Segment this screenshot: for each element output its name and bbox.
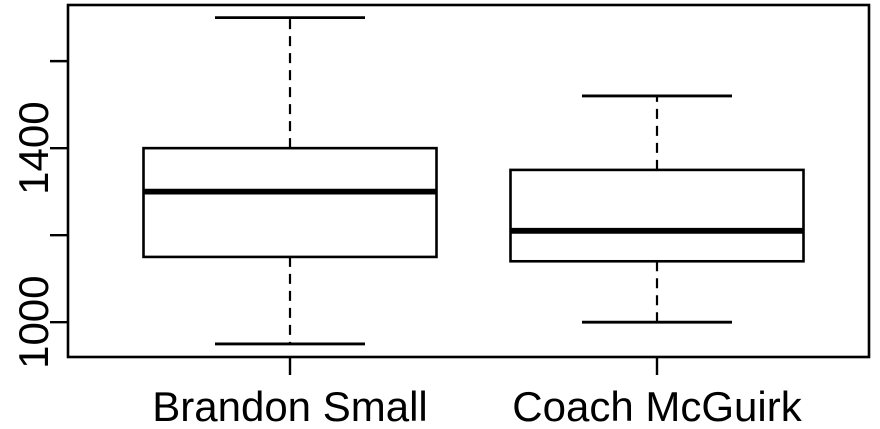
iqr-box-brandon-small [142,146,438,259]
iqr-box-coach-mcguirk [509,168,805,263]
x-axis-category-label: Coach McGuirk [512,383,802,429]
plot-border [66,3,871,359]
x-axis-category-label: Brandon Small [152,383,427,429]
y-axis-tick-label: 1000 [10,275,57,368]
y-axis-tick-label: 1400 [10,101,57,194]
